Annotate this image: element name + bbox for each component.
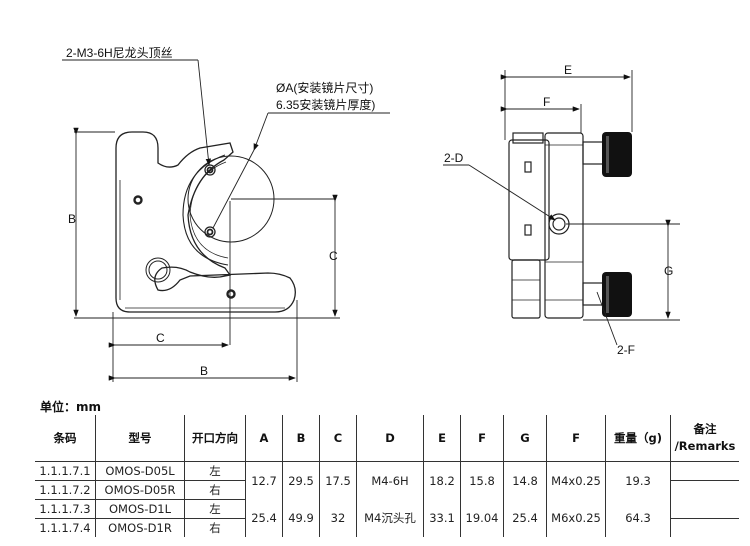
cell-f: 19.04 bbox=[460, 499, 504, 537]
cell-barcode: 1.1.1.7.3 bbox=[35, 499, 96, 519]
cell-d: M4沉头孔 bbox=[356, 499, 424, 537]
dim-b-vertical-label: B bbox=[68, 212, 76, 226]
dim-f-label: F bbox=[543, 95, 550, 109]
table-row: 1.1.1.7.1 OMOS-D05L 左 12.7 29.5 17.5 M4-… bbox=[35, 461, 739, 500]
header-weight: 重量（g) bbox=[605, 415, 671, 462]
cell-barcode: 1.1.1.7.2 bbox=[35, 480, 96, 500]
cell-f2: M6x0.25 bbox=[546, 499, 606, 537]
header-remarks-cn: 备注 bbox=[693, 422, 717, 437]
mount-hole-bottom bbox=[226, 289, 236, 299]
cell-c: 17.5 bbox=[319, 461, 357, 500]
header-g: G bbox=[503, 415, 547, 462]
header-barcode: 条码 bbox=[35, 415, 96, 462]
callout-aperture-label-2: 6.35安装镜片厚度) bbox=[276, 97, 375, 112]
cell-b: 49.9 bbox=[282, 499, 320, 537]
spec-table: 条码 型号 开口方向 A B C D E F G F 重量（g) 备注 /Rem… bbox=[35, 415, 739, 537]
cell-d: M4-6H bbox=[356, 461, 424, 500]
dim-g-label: G bbox=[664, 264, 673, 278]
header-d: D bbox=[356, 415, 424, 462]
header-f2: F bbox=[546, 415, 606, 462]
table-header-row: 条码 型号 开口方向 A B C D E F G F 重量（g) 备注 /Rem… bbox=[35, 415, 739, 462]
cell-weight: 19.3 bbox=[605, 461, 671, 500]
table-row: 1.1.1.7.2 OMOS-D05R 右 bbox=[35, 480, 739, 500]
front-view bbox=[62, 59, 390, 382]
table-row: 1.1.1.7.4 OMOS-D1R 右 bbox=[35, 518, 739, 537]
cell-e: 33.1 bbox=[423, 499, 461, 537]
table-row: 1.1.1.7.3 OMOS-D1L 左 25.4 49.9 32 M4沉头孔 … bbox=[35, 499, 739, 537]
cell-barcode: 1.1.1.7.4 bbox=[39, 521, 91, 535]
callout-2d-label: 2-D bbox=[444, 151, 464, 165]
lens-holder-arc bbox=[182, 154, 229, 266]
cell-model: OMOS-D05R bbox=[95, 480, 185, 500]
cell-a: 12.7 bbox=[245, 461, 283, 500]
knob-top bbox=[602, 132, 632, 177]
cell-g: 14.8 bbox=[503, 461, 547, 500]
post-hole bbox=[148, 260, 168, 280]
cell-model: OMOS-D05L bbox=[95, 461, 185, 481]
cell-model: OMOS-D1L bbox=[95, 499, 185, 519]
side-view bbox=[508, 132, 606, 319]
cell-direction: 右 bbox=[184, 480, 246, 500]
cell-g: 25.4 bbox=[503, 499, 547, 537]
cell-weight: 64.3 bbox=[605, 499, 671, 537]
callout-aperture-label-1: ØA(安装镜片尺寸) bbox=[276, 80, 373, 95]
cell-direction: 左 bbox=[184, 499, 246, 519]
header-direction: 开口方向 bbox=[184, 415, 246, 462]
knob-bottom bbox=[602, 272, 632, 317]
front-plate bbox=[508, 139, 550, 261]
cell-b: 29.5 bbox=[282, 461, 320, 500]
set-screw-hole-bottom bbox=[204, 226, 216, 238]
header-remarks-en: /Remarks bbox=[674, 439, 736, 453]
cell-direction: 右 bbox=[184, 518, 246, 537]
cell-e: 18.2 bbox=[423, 461, 461, 500]
header-c: C bbox=[319, 415, 357, 462]
remarks-dash bbox=[671, 517, 739, 519]
cell-f2: M4x0.25 bbox=[546, 461, 606, 500]
mount-hole-left bbox=[133, 195, 143, 205]
dim-c-horizontal-label: C bbox=[156, 331, 165, 345]
rear-body bbox=[544, 132, 584, 319]
header-model: 型号 bbox=[95, 415, 185, 462]
header-e: E bbox=[423, 415, 461, 462]
cell-f: 15.8 bbox=[460, 461, 504, 500]
cell-remarks bbox=[670, 461, 739, 500]
cell-a: 25.4 bbox=[245, 499, 283, 537]
header-remarks: 备注 /Remarks bbox=[670, 415, 739, 462]
header-a: A bbox=[245, 415, 283, 462]
callout-2f-label: 2-F bbox=[617, 343, 635, 357]
cell-direction: 左 bbox=[184, 461, 246, 481]
header-b: B bbox=[282, 415, 320, 462]
unit-label: 单位：mm bbox=[40, 400, 102, 414]
cell-barcode: 1.1.1.7.1 bbox=[35, 461, 96, 481]
cell-remarks bbox=[670, 499, 739, 537]
dim-e-label: E bbox=[564, 63, 572, 77]
remarks-dash bbox=[671, 480, 739, 482]
dim-c-vertical-label: C bbox=[329, 249, 338, 263]
header-f: F bbox=[460, 415, 504, 462]
technical-drawing: 2-M3-6H尼龙头顶丝 ØA(安装镜片尺寸) 6.35安装镜片厚度) B C … bbox=[62, 46, 680, 382]
callout-screw-label: 2-M3-6H尼龙头顶丝 bbox=[66, 46, 173, 60]
cell-c: 32 bbox=[319, 499, 357, 537]
cell-model: OMOS-D1R bbox=[95, 518, 185, 537]
mount-body-outline bbox=[115, 131, 296, 313]
dim-b-horizontal-label: B bbox=[200, 364, 208, 378]
